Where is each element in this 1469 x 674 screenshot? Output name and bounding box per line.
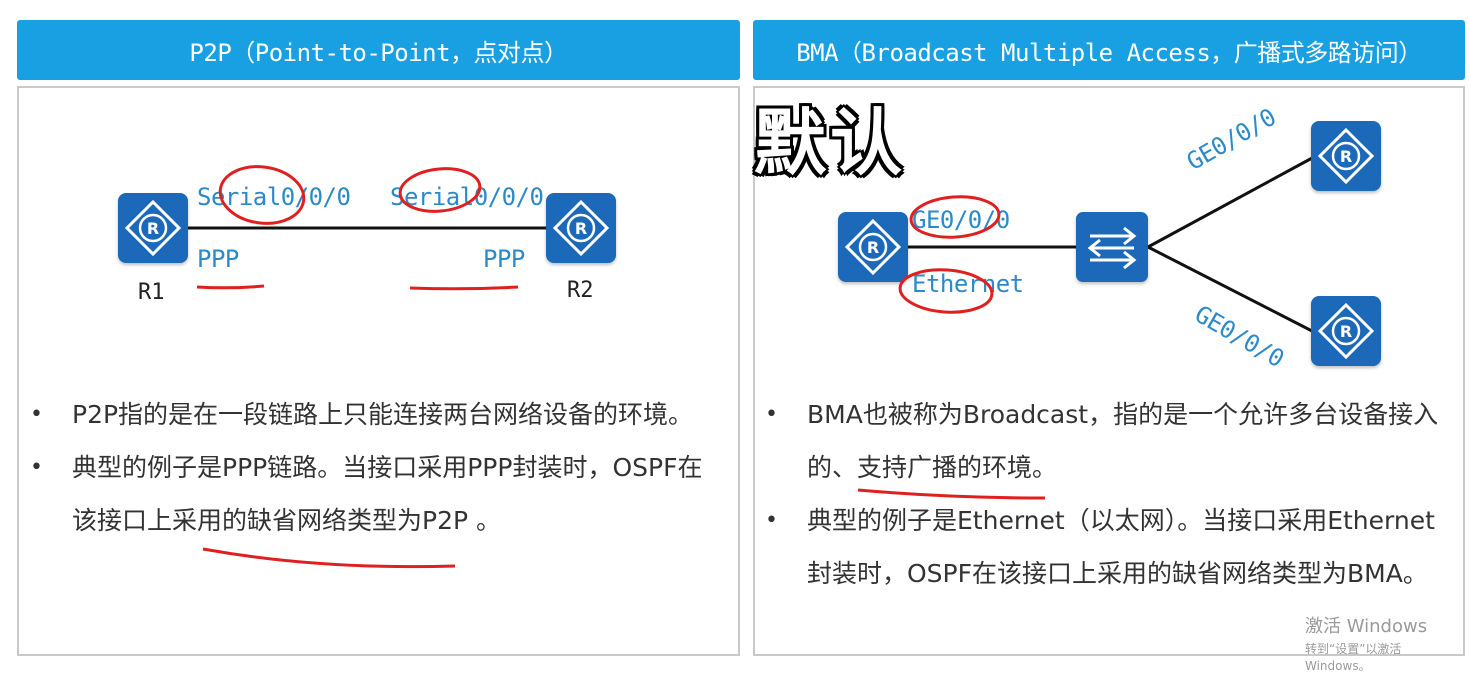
bma-router-top-icon: R bbox=[1311, 121, 1381, 191]
p2p-header: P2P（Point-to-Point，点对点） bbox=[17, 20, 740, 80]
r2-protocol-label: PPP bbox=[483, 245, 525, 273]
bma-router-bottom-icon: R bbox=[1311, 296, 1381, 366]
list-item: • 典型的例子是Ethernet（以太网）。当接口采用Ethernet封装时，OS… bbox=[765, 494, 1450, 600]
bullet-dot: • bbox=[30, 455, 43, 480]
bullet-dot: • bbox=[765, 402, 778, 427]
overlay-caption: 默认 bbox=[754, 101, 907, 185]
bullet-dot: • bbox=[765, 508, 778, 533]
svg-text:R: R bbox=[1340, 147, 1352, 166]
bullet-text: P2P指的是在一段链路上只能连接两台网络设备的环境。 bbox=[72, 400, 694, 429]
r2-interface-label: Serial0/0/0 bbox=[390, 183, 544, 211]
bma-header: BMA（Broadcast Multiple Access，广播式多路访问） bbox=[753, 20, 1465, 80]
bma-router-left-icon: R bbox=[838, 212, 908, 282]
bullet-text: 典型的例子是PPP链路。当接口采用PPP封装时，OSPF在该接口上采用的缺省网络… bbox=[72, 453, 703, 535]
bma-interface-label: GE0/0/0 bbox=[912, 206, 1010, 234]
list-item: • BMA也被称为Broadcast，指的是一个允许多台设备接入的、支持广播的环境… bbox=[765, 388, 1450, 494]
svg-text:R: R bbox=[1340, 322, 1352, 341]
list-item: • P2P指的是在一段链路上只能连接两台网络设备的环境。 bbox=[30, 388, 720, 441]
r1-interface-label: Serial0/0/0 bbox=[197, 183, 351, 211]
bma-bullet-list: • BMA也被称为Broadcast，指的是一个允许多台设备接入的、支持广播的环境… bbox=[765, 388, 1450, 600]
bullet-text: BMA也被称为Broadcast，指的是一个允许多台设备接入的、支持广播的环境。 bbox=[807, 400, 1439, 482]
router-r1-icon: R bbox=[118, 193, 188, 263]
switch-icon bbox=[1076, 212, 1148, 282]
router-r2-icon: R bbox=[546, 193, 616, 263]
svg-text:R: R bbox=[867, 238, 879, 257]
watermark-line1: 激活 Windows bbox=[1305, 616, 1428, 637]
bma-protocol-label: Ethernet bbox=[912, 270, 1024, 298]
svg-text:R: R bbox=[147, 219, 159, 238]
router-r2-name: R2 bbox=[567, 278, 594, 303]
router-r1-name: R1 bbox=[138, 280, 165, 305]
bullet-dot: • bbox=[30, 402, 43, 427]
list-item: • 典型的例子是PPP链路。当接口采用PPP封装时，OSPF在该接口上采用的缺省网… bbox=[30, 441, 720, 547]
r1-protocol-label: PPP bbox=[197, 245, 239, 273]
svg-text:R: R bbox=[575, 219, 587, 238]
p2p-bullet-list: • P2P指的是在一段链路上只能连接两台网络设备的环境。 • 典型的例子是PPP链路… bbox=[30, 388, 720, 547]
watermark-line2: 转到“设置”以激活 Windows。 bbox=[1305, 642, 1402, 673]
p2p-panel bbox=[17, 86, 740, 656]
bullet-text: 典型的例子是Ethernet（以太网）。当接口采用Ethernet封装时，OSP… bbox=[807, 506, 1435, 588]
